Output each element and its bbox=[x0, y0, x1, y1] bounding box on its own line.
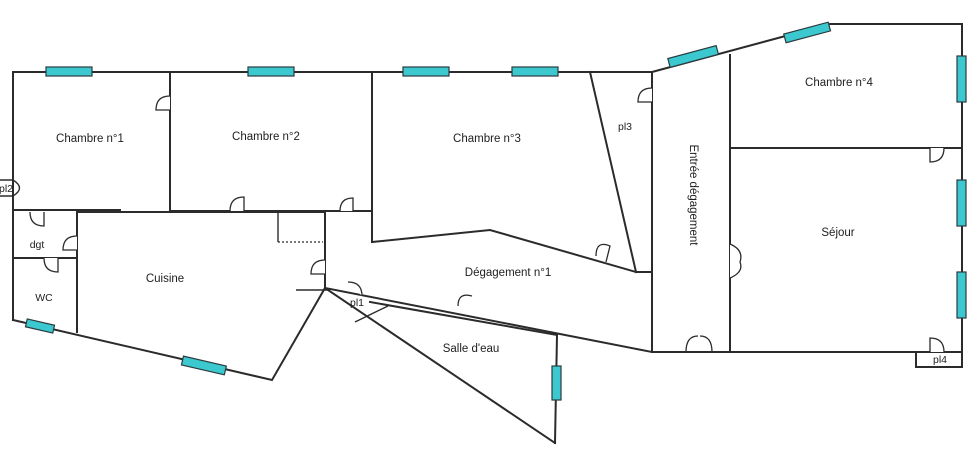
label-cuisine: Cuisine bbox=[146, 273, 184, 285]
window-cuisine bbox=[180, 355, 228, 376]
door-ch2-closet-icon bbox=[155, 95, 171, 111]
door-ch1-icon bbox=[29, 211, 45, 227]
window-ch1 bbox=[45, 66, 93, 77]
label-pl2: pl2 bbox=[0, 183, 13, 195]
label-chambre-4: Chambre n°4 bbox=[805, 77, 873, 89]
window-wc bbox=[24, 318, 56, 334]
door-wc-icon bbox=[43, 257, 59, 273]
outer-wall-bottom-left bbox=[11, 286, 327, 382]
window-salle-eau bbox=[551, 365, 562, 401]
door-ch3-closet-icon bbox=[595, 243, 611, 263]
wall-ch3-bottom bbox=[370, 228, 638, 274]
closet-pl4-wall bbox=[915, 351, 963, 368]
door-salle-eau-icon bbox=[457, 294, 473, 307]
door-entree-icon bbox=[685, 335, 713, 353]
label-pl4: pl4 bbox=[933, 354, 947, 366]
label-degagement-1: Dégagement n°1 bbox=[465, 267, 551, 279]
label-pl3: pl3 bbox=[618, 121, 632, 133]
label-pl1: pl1 bbox=[350, 297, 364, 309]
door-ch4-icon bbox=[929, 147, 945, 163]
door-pl4-icon bbox=[929, 337, 945, 353]
window-ch3-b bbox=[511, 66, 559, 77]
label-chambre-2: Chambre n°2 bbox=[232, 131, 300, 143]
doors bbox=[29, 87, 945, 353]
label-chambre-1: Chambre n°1 bbox=[56, 133, 124, 145]
label-wc: WC bbox=[35, 292, 53, 304]
door-pl3-icon bbox=[637, 87, 653, 103]
wall-salle-eau-top bbox=[368, 300, 559, 337]
window-ch2 bbox=[247, 66, 295, 77]
windows bbox=[24, 21, 967, 401]
outer-wall-salle-eau-left bbox=[323, 286, 557, 445]
room-labels: Chambre n°1 Chambre n°2 Chambre n°3 Cham… bbox=[0, 77, 947, 366]
door-degagement-icon bbox=[347, 281, 363, 297]
window-ch4-top bbox=[783, 21, 832, 44]
label-entree-degagement: Entrée dégagement bbox=[687, 144, 699, 246]
window-sejour-a bbox=[956, 179, 967, 227]
window-ch4-right bbox=[956, 55, 967, 103]
wall-pl1 bbox=[354, 305, 389, 323]
label-sejour: Séjour bbox=[821, 227, 854, 239]
window-sejour-b bbox=[956, 271, 967, 319]
door-ch3-icon bbox=[339, 197, 354, 212]
door-ch2-icon bbox=[229, 196, 245, 212]
door-cuisine-icon bbox=[310, 259, 326, 275]
door-sejour-icon bbox=[729, 243, 742, 279]
wall-pl3 bbox=[588, 70, 638, 274]
label-chambre-3: Chambre n°3 bbox=[453, 133, 521, 145]
window-entree bbox=[667, 44, 720, 69]
label-salle-eau: Salle d'eau bbox=[443, 343, 500, 355]
walls bbox=[0, 23, 963, 445]
wall-degagement-bottom bbox=[323, 286, 654, 354]
door-dgt-icon bbox=[62, 235, 78, 251]
closet-pl2-wall bbox=[0, 179, 21, 197]
outer-wall-right-wing bbox=[650, 23, 963, 353]
window-ch3-a bbox=[402, 66, 450, 77]
label-dgt: dgt bbox=[30, 239, 45, 251]
